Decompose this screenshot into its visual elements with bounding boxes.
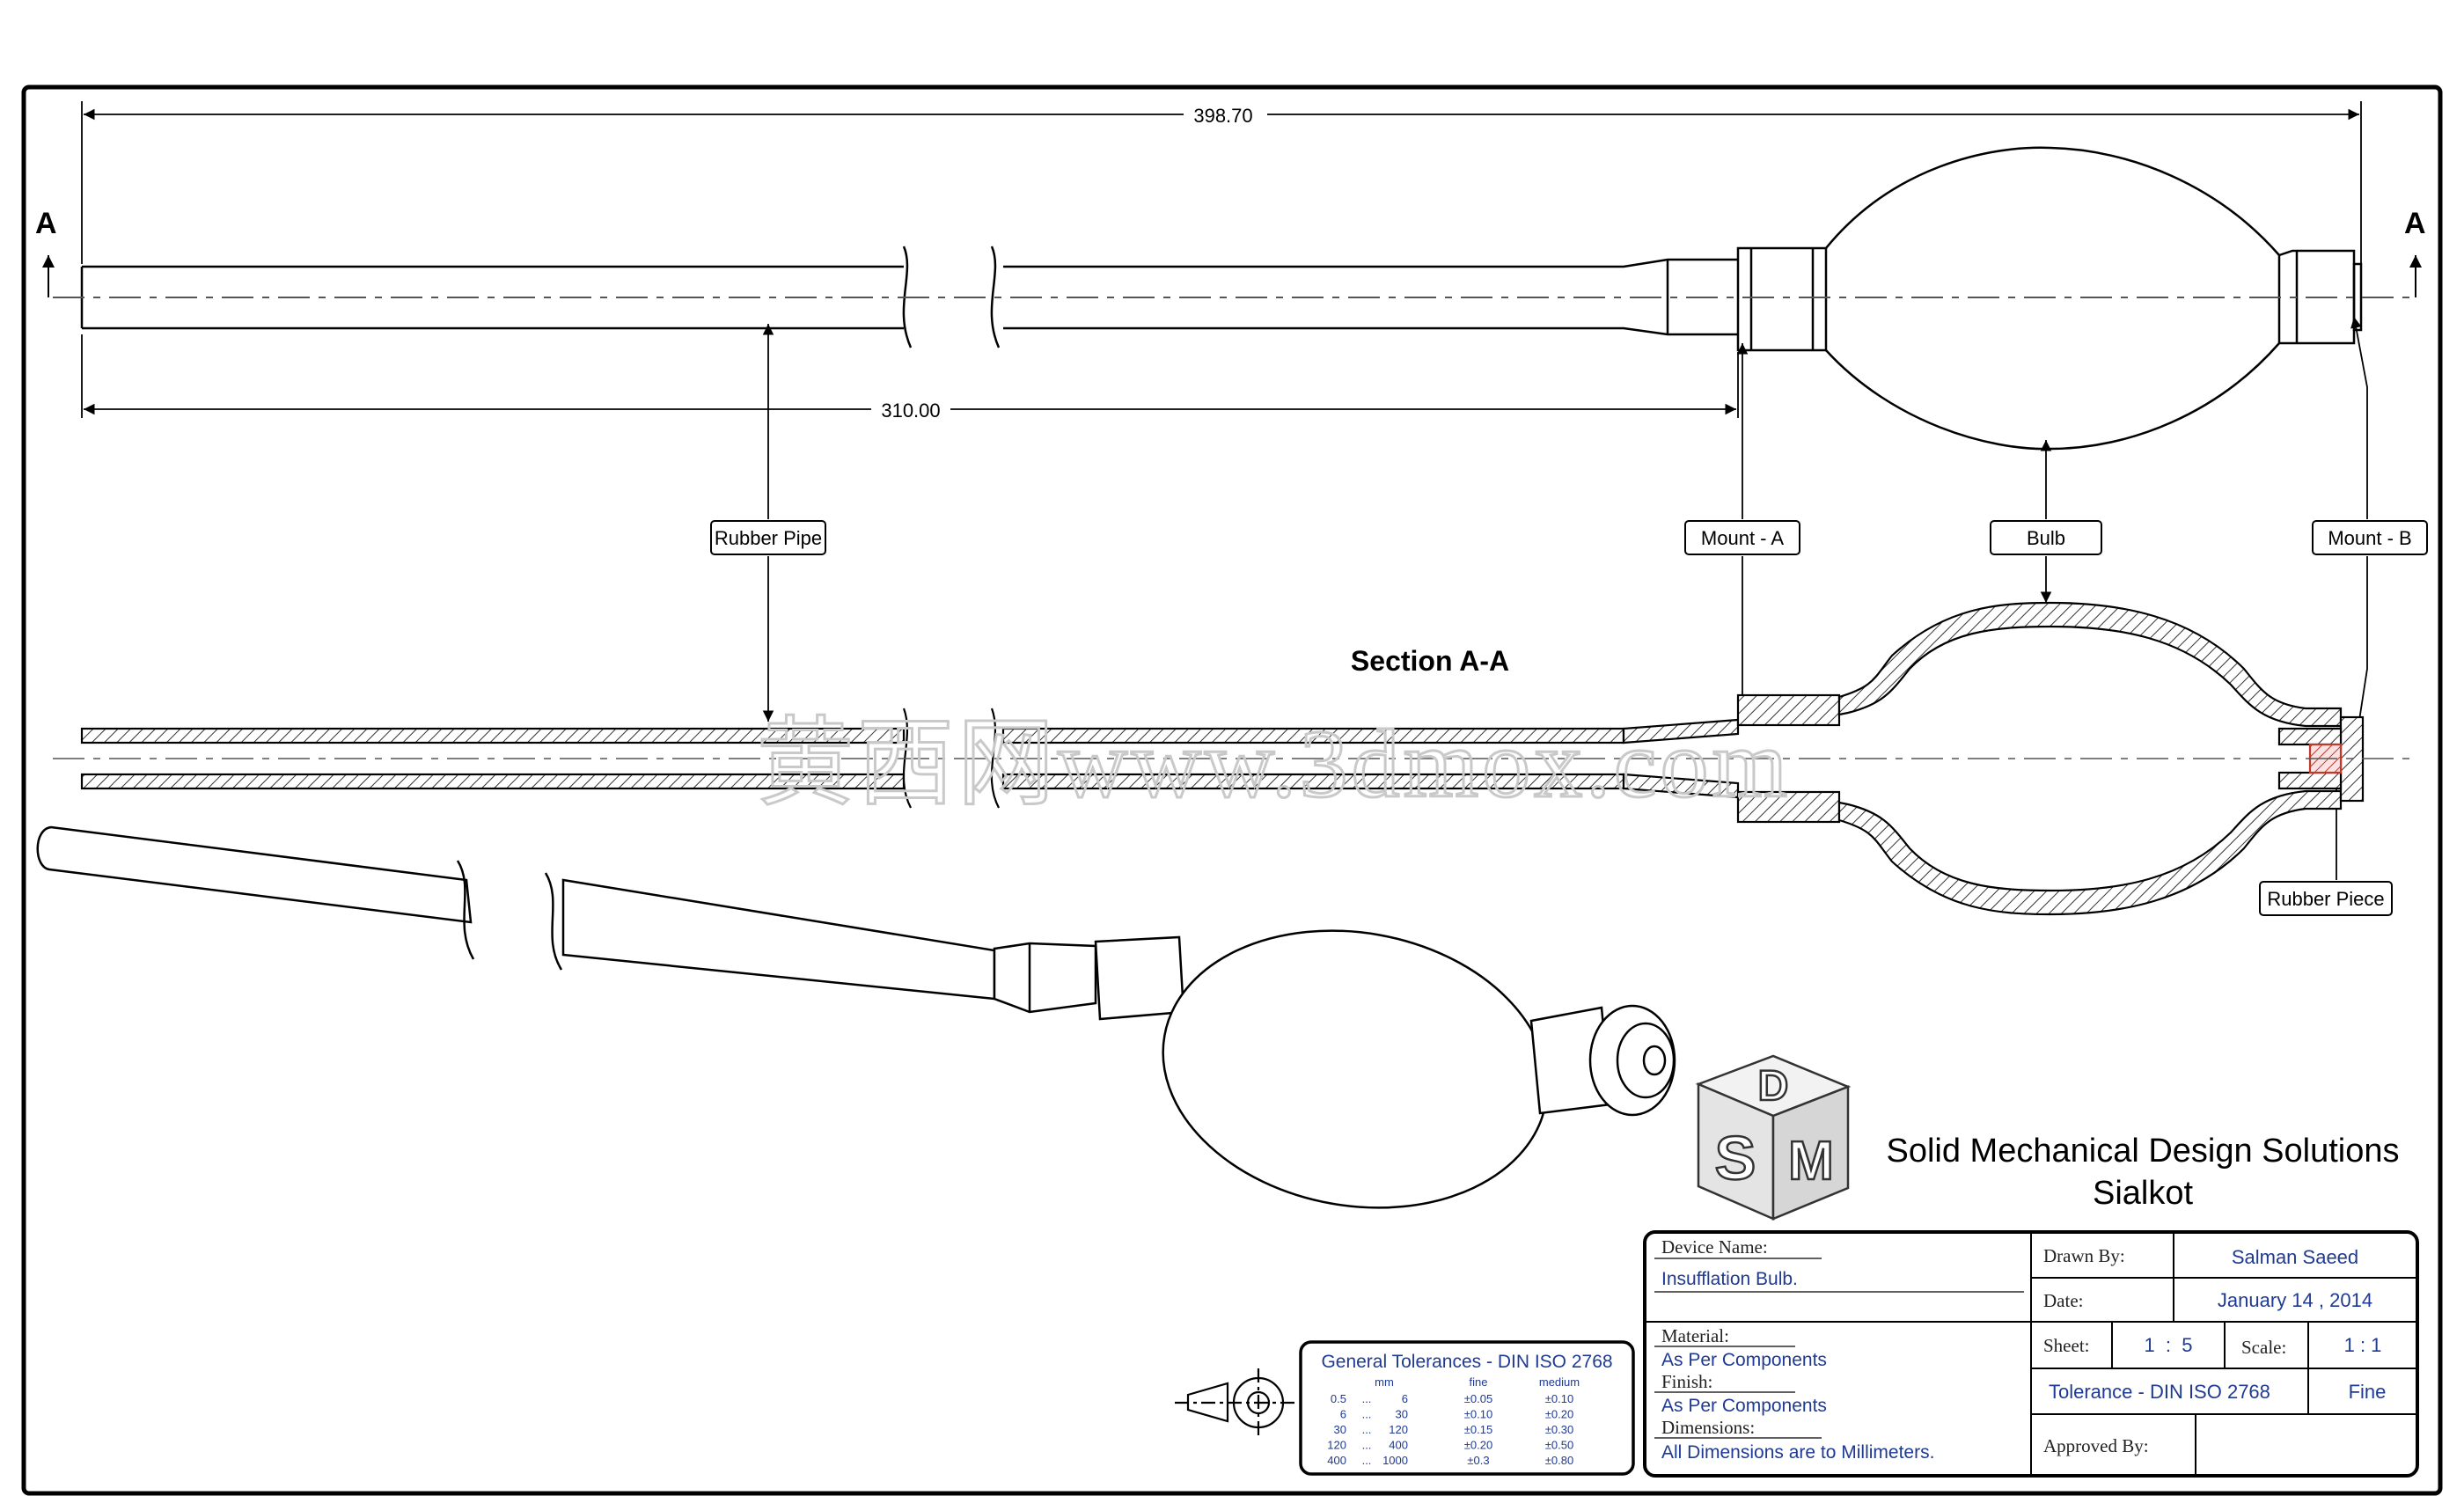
tolerances-header-mm: mm (1375, 1375, 1394, 1389)
tolerance-cell: ±0.30 (1545, 1423, 1573, 1436)
material-label: Material: (1661, 1325, 1729, 1346)
tolerance-cell: ... (1362, 1454, 1372, 1467)
callout-bulb: Bulb (2027, 527, 2065, 549)
tolerance-standard-label: Tolerance - DIN ISO 2768 (2049, 1381, 2270, 1403)
tolerances-header-medium: medium (1539, 1375, 1580, 1389)
dimensions-label: Dimensions: (1661, 1417, 1755, 1438)
callout-rubber-pipe: Rubber Pipe (715, 527, 822, 549)
tolerance-cell: ±0.20 (1545, 1408, 1573, 1421)
logo-letter-d: D (1758, 1063, 1789, 1110)
tolerance-cell: ... (1362, 1392, 1372, 1405)
tolerance-cell: 30 (1334, 1423, 1346, 1436)
section-view (80, 601, 2365, 916)
logo-cube (1695, 1054, 1852, 1221)
tolerances-box (1299, 1340, 1635, 1476)
tolerance-cell: ±0.50 (1545, 1439, 1573, 1452)
sheet-value: 1 : 5 (2144, 1334, 2192, 1356)
logo-letter-s: S (1715, 1124, 1756, 1192)
tolerance-cell: 120 (1389, 1423, 1408, 1436)
callout-mount-a: Mount - A (1701, 527, 1784, 549)
tolerance-grade-value: Fine (2349, 1381, 2387, 1403)
tolerances-table: 0.5... 6 ±0.05 ±0.10 6... 30 ±0.10 ±0.20 30... 12… (1327, 1392, 1573, 1467)
scale-value: 1 : 1 (2344, 1334, 2382, 1356)
tolerance-cell: ±0.3 (1467, 1454, 1489, 1467)
tolerance-cell: ±0.05 (1464, 1392, 1492, 1405)
dimension-overall: 398.70 (1193, 105, 1252, 127)
tolerances-header-fine: fine (1470, 1375, 1488, 1389)
tolerance-cell: ±0.80 (1545, 1454, 1573, 1467)
projection-symbol-icon (1175, 1368, 1298, 1436)
callout-leaders (762, 316, 2368, 880)
tolerance-cell: 30 (1396, 1408, 1408, 1421)
section-marker-left: A (35, 207, 57, 240)
callout-mount-b: Mount - B (2328, 527, 2411, 549)
sheet-label: Sheet: (2043, 1335, 2090, 1356)
finish-value: As Per Components (1661, 1396, 1827, 1416)
tolerances-title: General Tolerances - DIN ISO 2768 (1321, 1352, 1612, 1372)
tolerance-cell: 1000 (1382, 1454, 1408, 1467)
top-view (80, 146, 2363, 451)
tolerance-cell: ... (1362, 1423, 1372, 1436)
title-block (1643, 1230, 2419, 1478)
device-name-value: Insufflation Bulb. (1661, 1269, 1798, 1289)
company-name: Solid Mechanical Design Solutions (1887, 1133, 2400, 1170)
tolerance-cell: 6 (1402, 1392, 1408, 1405)
drawn-by-label: Drawn By: (2043, 1245, 2125, 1266)
device-name-label: Device Name: (1661, 1236, 1768, 1258)
tolerance-cell: 400 (1327, 1454, 1346, 1467)
callout-boxes (710, 520, 2428, 916)
tolerance-cell: ... (1362, 1439, 1372, 1452)
tolerance-cell: 400 (1389, 1439, 1408, 1452)
date-label: Date: (2043, 1290, 2083, 1311)
dimension-lines (81, 101, 2362, 418)
finish-label: Finish: (1661, 1371, 1712, 1392)
drawn-by-value: Salman Saeed (2232, 1246, 2358, 1268)
date-value: January 14 , 2014 (2218, 1289, 2372, 1311)
material-value: As Per Components (1661, 1350, 1827, 1370)
sheet-border (21, 84, 2443, 1496)
approved-by-label: Approved By: (2043, 1435, 2149, 1456)
watermark: 黄西网www.3dmox.com (757, 710, 1791, 818)
tolerance-cell: ±0.10 (1464, 1408, 1492, 1421)
section-markers (42, 255, 2422, 297)
tolerance-cell: 0.5 (1331, 1392, 1346, 1405)
tolerance-cell: ... (1362, 1408, 1372, 1421)
dimension-pipe: 310.00 (881, 400, 940, 422)
callout-rubber-piece: Rubber Piece (2267, 888, 2384, 910)
section-title: Section A-A (1351, 645, 1509, 677)
dimensions-value: All Dimensions are to Millimeters. (1661, 1442, 1934, 1463)
isometric-view (36, 825, 1676, 1209)
tolerance-cell: 6 (1340, 1408, 1346, 1421)
company-city: Sialkot (2093, 1175, 2193, 1212)
scale-label: Scale: (2241, 1337, 2286, 1358)
tolerance-cell: 120 (1327, 1439, 1346, 1452)
tolerance-cell: ±0.10 (1545, 1392, 1573, 1405)
tolerance-cell: ±0.15 (1464, 1423, 1492, 1436)
tolerance-cell: ±0.20 (1464, 1439, 1492, 1452)
logo-letter-m: M (1788, 1131, 1834, 1192)
section-marker-right: A (2404, 207, 2426, 240)
